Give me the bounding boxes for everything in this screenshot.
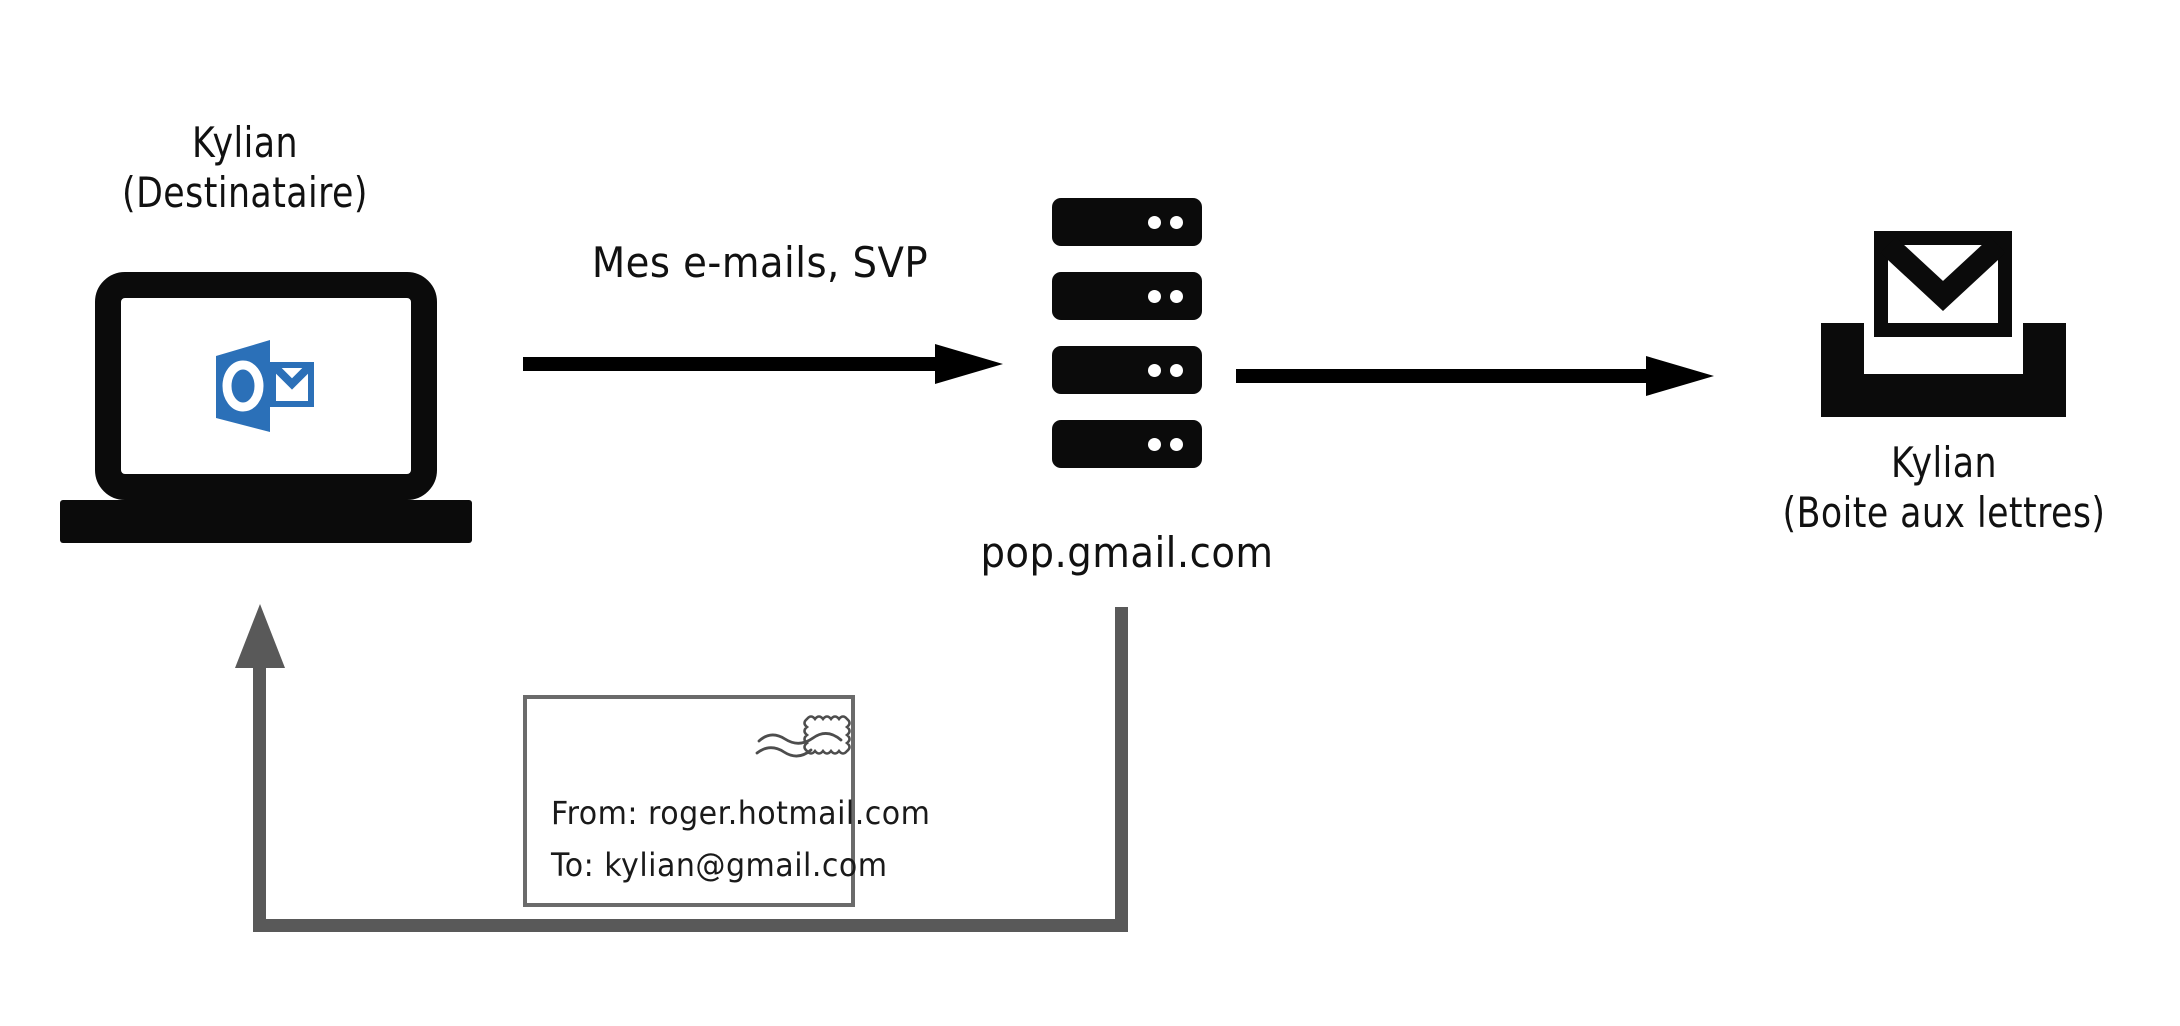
server-led-dot (1170, 364, 1183, 377)
delivery-path-vertical-left (253, 666, 266, 932)
postage-stamp-icon (755, 707, 855, 775)
server-led-dot (1148, 216, 1161, 229)
mailbox-label-line2: (Boite aux lettres) (1782, 487, 2106, 537)
server-led-dot (1148, 290, 1161, 303)
laptop-base (60, 500, 472, 543)
server-led-dot (1148, 364, 1161, 377)
laptop-icon[interactable] (60, 272, 472, 552)
fetch-arrow-head (1646, 356, 1714, 396)
server-unit (1052, 420, 1202, 468)
server-label: pop.gmail.com (980, 528, 1274, 577)
inbox-tray-icon[interactable] (1818, 228, 2070, 421)
delivery-arrow-head (235, 604, 285, 668)
client-label-line2: (Destinataire) (122, 167, 368, 217)
server-led-dot (1170, 216, 1183, 229)
request-arrow-shaft (523, 357, 943, 371)
request-arrow-label: Mes e-mails, SVP (591, 238, 929, 287)
letter-to-line: To: kylian@gmail.com (551, 846, 888, 884)
server-led-dot (1148, 438, 1161, 451)
delivery-path-vertical-right (1115, 607, 1128, 932)
server-led-dot (1170, 290, 1183, 303)
laptop-screen-bezel (95, 272, 437, 500)
fetch-arrow-shaft (1236, 369, 1654, 383)
mailbox-label-line1: Kylian (1891, 438, 1997, 487)
request-arrow (523, 344, 1003, 384)
server-unit (1052, 198, 1202, 246)
mailbox-label: Kylian (Boite aux lettres) (1760, 438, 2128, 537)
client-label: Kylian (Destinataire) (52, 118, 438, 217)
delivery-path-horizontal (253, 919, 1128, 932)
fetch-arrow (1236, 356, 1714, 396)
client-label-line1: Kylian (192, 118, 298, 167)
server-rack-icon[interactable] (1052, 198, 1202, 492)
server-unit (1052, 346, 1202, 394)
request-arrow-head (935, 344, 1003, 384)
server-unit (1052, 272, 1202, 320)
outlook-logo (212, 334, 320, 438)
server-led-dot (1170, 438, 1183, 451)
letter-from-line: From: roger.hotmail.com (551, 794, 931, 832)
letter-card[interactable]: From: roger.hotmail.com To: kylian@gmail… (523, 695, 930, 907)
